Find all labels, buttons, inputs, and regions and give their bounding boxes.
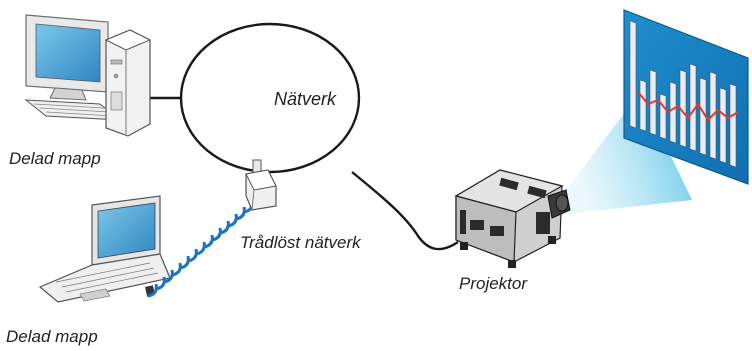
projection-screen-icon bbox=[623, 9, 749, 185]
projection-beam bbox=[562, 92, 692, 214]
cable-network-projector bbox=[351, 171, 459, 251]
wireless-signal-icon bbox=[147, 199, 254, 298]
wireless-network-label: Trådlöst nätverk bbox=[240, 233, 361, 252]
projector-icon bbox=[454, 169, 571, 268]
projector-label: Projektor bbox=[459, 274, 528, 293]
laptop-shared-folder-label: Delad mapp bbox=[6, 327, 98, 346]
laptop-computer-icon bbox=[38, 195, 171, 303]
desktop-shared-folder-label: Delad mapp bbox=[9, 149, 101, 168]
desktop-computer-icon bbox=[24, 14, 152, 137]
wireless-access-point-icon bbox=[245, 159, 277, 211]
screen-trend-line bbox=[637, 91, 739, 122]
network-label: Nätverk bbox=[274, 89, 337, 109]
network-cloud-ellipse bbox=[179, 22, 361, 174]
